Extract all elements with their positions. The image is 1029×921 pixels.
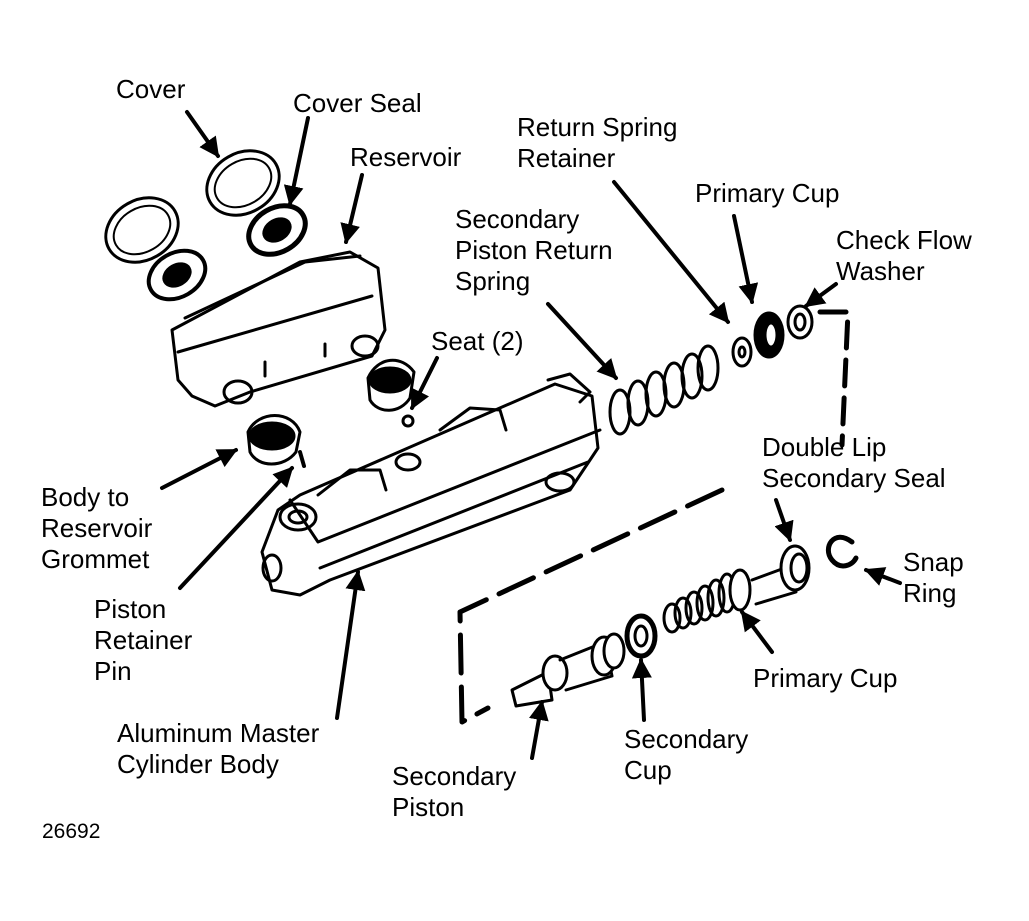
return-spring-part (608, 344, 720, 436)
label-snap-ring: Snap Ring (903, 547, 964, 608)
label-secondary-cup: Secondary Cup (624, 724, 749, 785)
label-primary-cup-top: Primary Cup (695, 178, 840, 208)
primary-piston-part (662, 544, 811, 634)
label-aluminum-master-cylinder-body: Aluminum Master Cylinder Body (117, 718, 320, 779)
leader-arrows (160, 110, 902, 760)
figure-number: 26692 (42, 820, 101, 843)
label-seat: Seat (2) (431, 326, 524, 356)
cover-part (104, 149, 281, 264)
reservoir-part (170, 250, 387, 408)
cover-seal-part (146, 203, 308, 302)
label-secondary-piston: Secondary Piston (392, 761, 517, 822)
label-reservoir: Reservoir (350, 142, 462, 172)
secondary-piston-part (510, 632, 626, 708)
label-piston-retainer-pin: Piston Retainer Pin (94, 594, 193, 686)
piston-retainer-pin-part (298, 450, 306, 468)
grommet-part (246, 414, 302, 466)
label-double-lip-secondary-seal: Double Lip Secondary Seal (762, 432, 946, 493)
label-cover: Cover (116, 74, 186, 104)
label-cover-seal: Cover Seal (293, 88, 422, 118)
primary-cup-top-part (753, 311, 785, 359)
return-spring-retainer-part (731, 336, 753, 368)
secondary-cup-part (624, 613, 658, 659)
check-flow-washer-part (786, 304, 814, 340)
snap-ring-part (825, 534, 859, 569)
assembly-dashes (457, 309, 851, 725)
label-return-spring-retainer: Return Spring Retainer (517, 112, 678, 173)
label-secondary-piston-return-spring: Secondary Piston Return Spring (455, 204, 613, 296)
label-check-flow-washer: Check Flow Washer (836, 225, 972, 286)
label-body-to-reservoir-grommet: Body to Reservoir Grommet (41, 482, 153, 574)
seat-part (366, 358, 416, 428)
master-cylinder-body-part (260, 372, 602, 597)
label-primary-cup-bottom: Primary Cup (753, 663, 898, 693)
